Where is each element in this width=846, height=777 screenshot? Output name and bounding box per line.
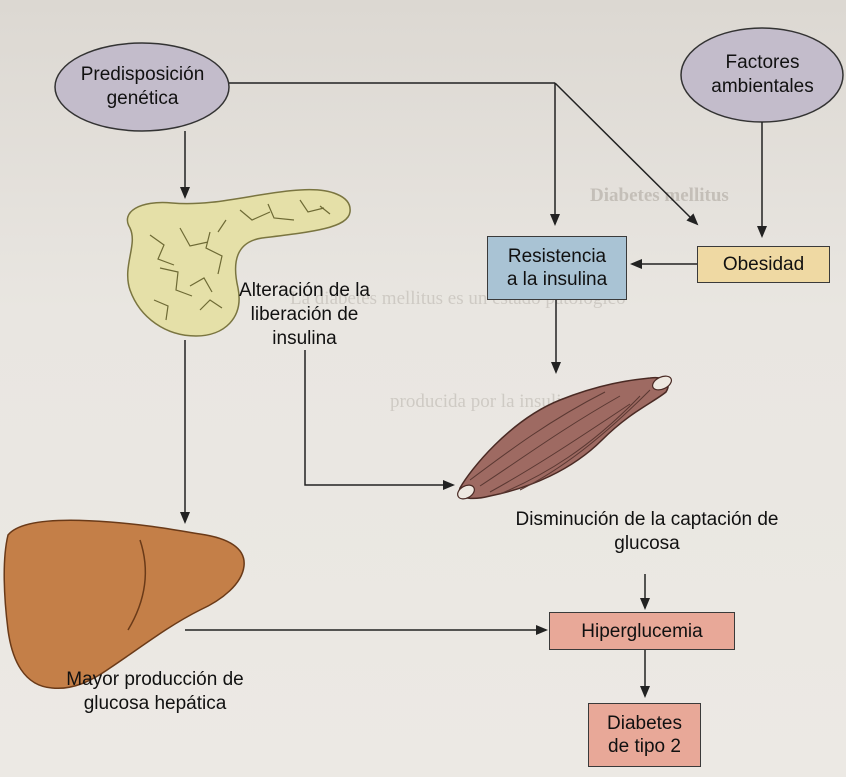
predisposition-label: Predisposición genética bbox=[60, 63, 225, 111]
diabetes-type2-box: Diabetes de tipo 2 bbox=[588, 703, 701, 767]
glucose-uptake-label: Disminución de la captación de glucosa bbox=[507, 508, 787, 556]
hepatic-glucose-label: Mayor producción de glucosa hepática bbox=[55, 668, 255, 716]
insulin-release-label: Alteración de la liberación de insulina bbox=[237, 279, 372, 351]
muscle-illustration bbox=[455, 373, 673, 501]
insulin-resistance-box: Resistencia a la insulina bbox=[487, 236, 627, 300]
obesity-box: Obesidad bbox=[697, 246, 830, 283]
hyperglycemia-box: Hiperglucemia bbox=[549, 612, 735, 650]
liver-illustration bbox=[4, 520, 244, 688]
connectors bbox=[185, 83, 762, 696]
environment-label: Factores ambientales bbox=[695, 51, 830, 99]
